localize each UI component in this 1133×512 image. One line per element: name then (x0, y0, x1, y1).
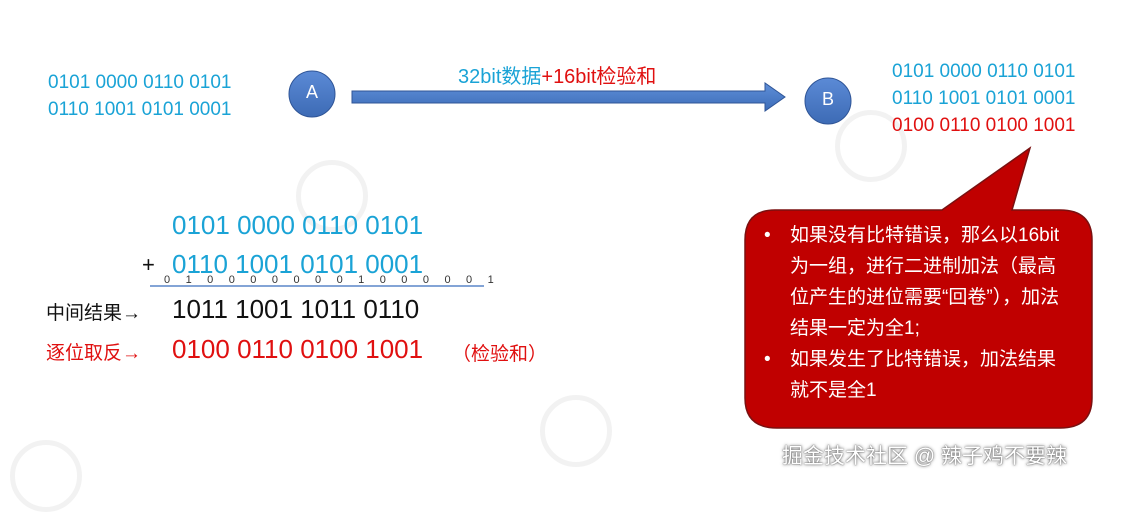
callout-bullet-1: • 如果没有比特错误，那么以16bit为一组，进行二进制加法（最高位产生的进位需… (762, 220, 1074, 344)
watermark-ring (835, 110, 907, 182)
sender-data-line-2: 0110 1001 0101 0001 (48, 99, 232, 120)
arrow-label-data: 32bit数据 (458, 66, 542, 88)
receiver-data-line-2: 0110 1001 0101 0001 (892, 88, 1076, 109)
intermediate-arrow: → (122, 303, 142, 324)
bullet-dot: • (764, 225, 771, 246)
bullet-dot: • (764, 349, 771, 370)
node-a-label: A (305, 82, 318, 102)
addend-2: 0110 1001 0101 0001 (172, 249, 424, 279)
invert-label: 逐位取反→ (46, 338, 141, 365)
sender-data-line-1: 0101 0000 0110 0101 (48, 72, 232, 93)
invert-label-text: 逐位取反 (46, 343, 123, 364)
callout-bullet-2: • 如果发生了比特错误，加法结果就不是全1 (762, 344, 1074, 406)
receiver-checksum-line: 0100 0110 0100 1001 (892, 115, 1076, 136)
carry-bits: 0 1 0 0 0 0 0 0 0 1 0 0 0 0 0 1 (164, 274, 500, 286)
node-b-circle (804, 77, 852, 125)
arrow-label-plus: + (541, 66, 554, 88)
credit-watermark: 掘金技术社区 @ 辣子鸡不要辣 (782, 445, 1067, 468)
plus-sign: + (142, 252, 155, 277)
intermediate-label-text: 中间结果 (46, 303, 123, 324)
invert-value: 0100 0110 0100 1001 (172, 334, 424, 364)
invert-arrow: → (122, 343, 142, 364)
invert-note: （检验和） (452, 344, 548, 365)
sender-data: 0101 0000 0110 0101 0110 1001 0101 0001 (48, 69, 232, 123)
callout-bullet-2-text: 如果发生了比特错误，加法结果就不是全1 (790, 349, 1057, 401)
node-a-circle (288, 70, 336, 118)
receiver-data: 0101 0000 0110 0101 0110 1001 0101 0001 … (892, 58, 1076, 139)
intermediate-label: 中间结果→ (46, 298, 141, 325)
arrow-label-checksum: 16bit检验和 (553, 66, 657, 88)
watermark-ring (296, 160, 368, 232)
receiver-data-line-1: 0101 0000 0110 0101 (892, 61, 1076, 82)
callout-bubble (744, 146, 1093, 429)
watermark-ring (540, 395, 612, 467)
callout-bullet-1-text: 如果没有比特错误，那么以16bit为一组，进行二进制加法（最高位产生的进位需要“… (790, 225, 1060, 339)
intermediate-value: 1011 1001 1011 0110 (172, 294, 420, 324)
transfer-diagram (150, 70, 1093, 429)
addend-1: 0101 0000 0110 0101 (172, 210, 424, 240)
node-b-label: B (821, 89, 834, 109)
callout-text: • 如果没有比特错误，那么以16bit为一组，进行二进制加法（最高位产生的进位需… (762, 220, 1074, 406)
arrow-label: 32bit数据+16bit检验和 (458, 60, 656, 89)
transfer-arrow (351, 82, 786, 112)
